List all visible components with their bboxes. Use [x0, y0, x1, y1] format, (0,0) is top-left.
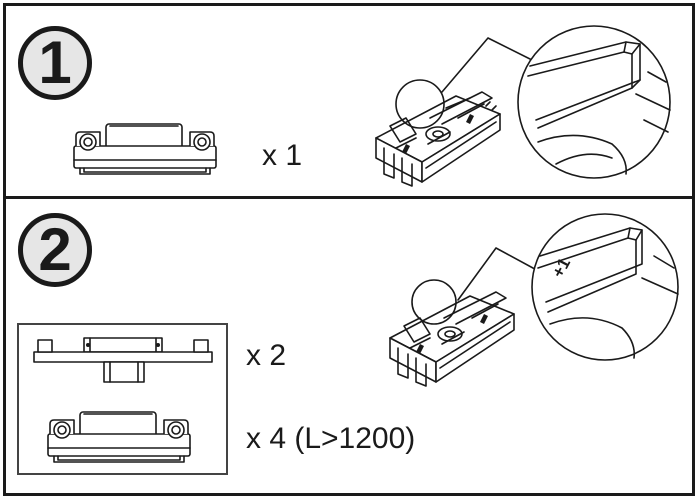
bracket-part-icon-step-2 — [47, 411, 191, 463]
parts-box — [17, 323, 228, 475]
clip-part-icon — [33, 337, 213, 383]
bracket-part-icon — [73, 123, 217, 175]
step-divider — [3, 196, 695, 199]
rail-assembly-icon-step-2 — [389, 279, 515, 387]
step-2-quantity-clips: x 2 — [246, 339, 287, 372]
zoom-detail-circle-step-2 — [531, 213, 679, 361]
rail-assembly-icon — [375, 79, 501, 187]
step-2-quantity-brackets: x 4 (L>1200) — [246, 422, 416, 455]
callout-leader-line-step-2 — [457, 247, 545, 301]
step-1-badge: 1 — [18, 26, 92, 100]
step-1-number: 1 — [38, 29, 72, 96]
step-1-quantity: x 1 — [262, 139, 303, 172]
step-2-badge: 2 — [18, 213, 92, 287]
outer-frame — [3, 3, 695, 496]
callout-leader-line — [441, 37, 537, 93]
step-2-number: 2 — [38, 216, 72, 283]
zoom-detail-circle — [517, 25, 671, 179]
